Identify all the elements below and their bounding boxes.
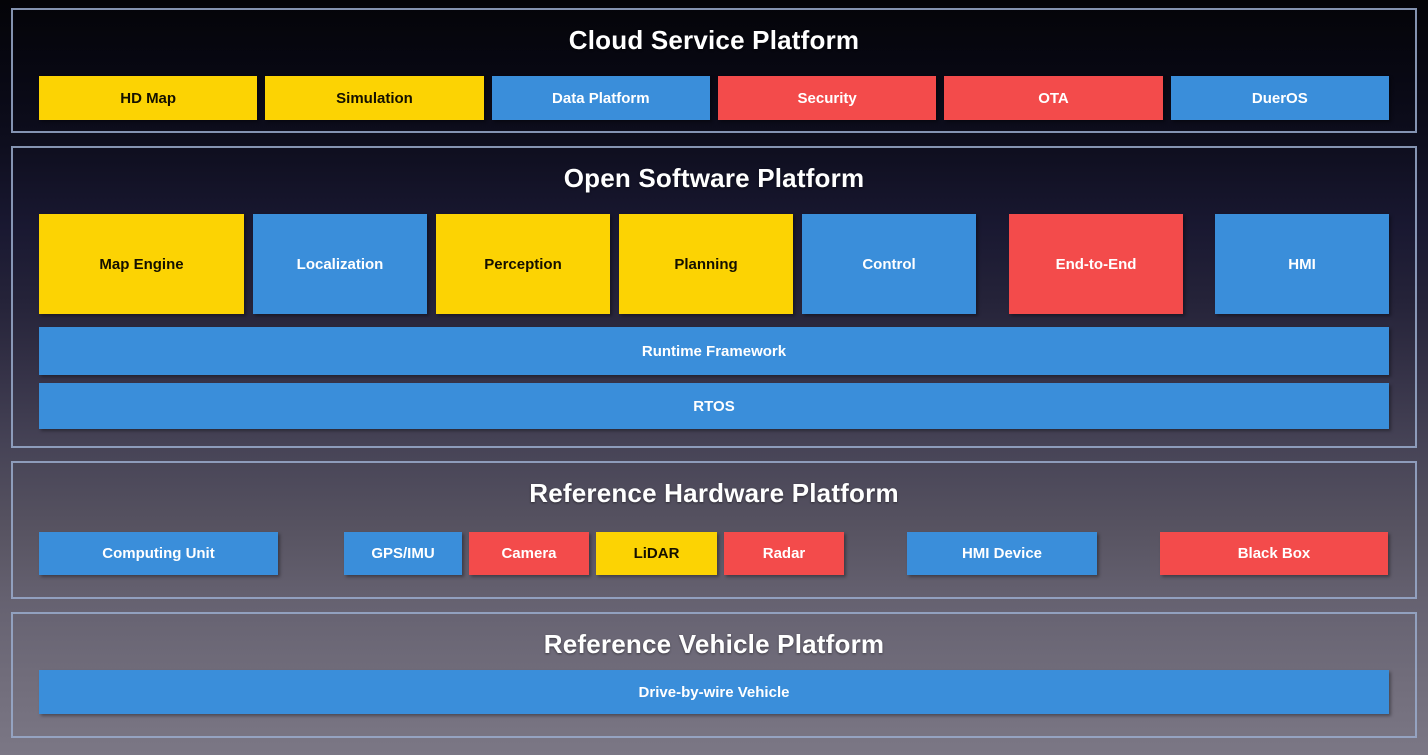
box-security: Security — [717, 76, 937, 120]
hardware-section-title: Reference Hardware Platform — [529, 478, 899, 508]
section-reference-hardware-platform: Reference Hardware Platform Computing Un… — [11, 461, 1417, 599]
box-map-engine: Map Engine — [39, 214, 244, 314]
box-data-platform: Data Platform — [491, 76, 710, 120]
vehicle-section-title: Reference Vehicle Platform — [543, 629, 885, 659]
software-section-title: Open Software Platform — [563, 163, 865, 193]
box-ota: OTA — [944, 76, 1163, 120]
box-lidar: LiDAR — [596, 532, 717, 575]
box-camera: Camera — [469, 532, 589, 575]
section-reference-vehicle-platform: Reference Vehicle Platform Drive-by-wire… — [11, 612, 1417, 738]
box-localization: Localization — [253, 214, 427, 314]
box-computing-unit: Computing Unit — [39, 532, 278, 575]
cloud-services-row: HD Map Simulation Data Platform Security… — [13, 76, 1415, 120]
hardware-row: Computing Unit GPS/IMU Camera LiDAR Rada… — [13, 532, 1415, 575]
box-end-to-end: End-to-End — [1009, 214, 1183, 314]
box-planning: Planning — [619, 214, 793, 314]
box-black-box: Black Box — [1160, 532, 1388, 575]
section-open-software-platform: Open Software Platform Map Engine Locali… — [11, 146, 1417, 448]
bar-runtime-framework: Runtime Framework — [39, 327, 1389, 375]
box-hmi-device: HMI Device — [907, 532, 1097, 575]
box-radar: Radar — [724, 532, 844, 575]
box-simulation: Simulation — [265, 76, 484, 120]
cloud-section-title: Cloud Service Platform — [568, 25, 860, 55]
box-dueros: DuerOS — [1170, 76, 1389, 120]
box-gps-imu: GPS/IMU — [344, 532, 462, 575]
bar-rtos: RTOS — [39, 383, 1389, 429]
box-control: Control — [802, 214, 976, 314]
box-perception: Perception — [436, 214, 610, 314]
section-cloud-service-platform: Cloud Service Platform HD Map Simulation… — [11, 8, 1417, 133]
software-modules-row: Map Engine Localization Perception Plann… — [13, 214, 1415, 314]
box-hd-map: HD Map — [39, 76, 258, 120]
bar-drive-by-wire-vehicle: Drive-by-wire Vehicle — [39, 670, 1389, 714]
box-hmi: HMI — [1215, 214, 1389, 314]
